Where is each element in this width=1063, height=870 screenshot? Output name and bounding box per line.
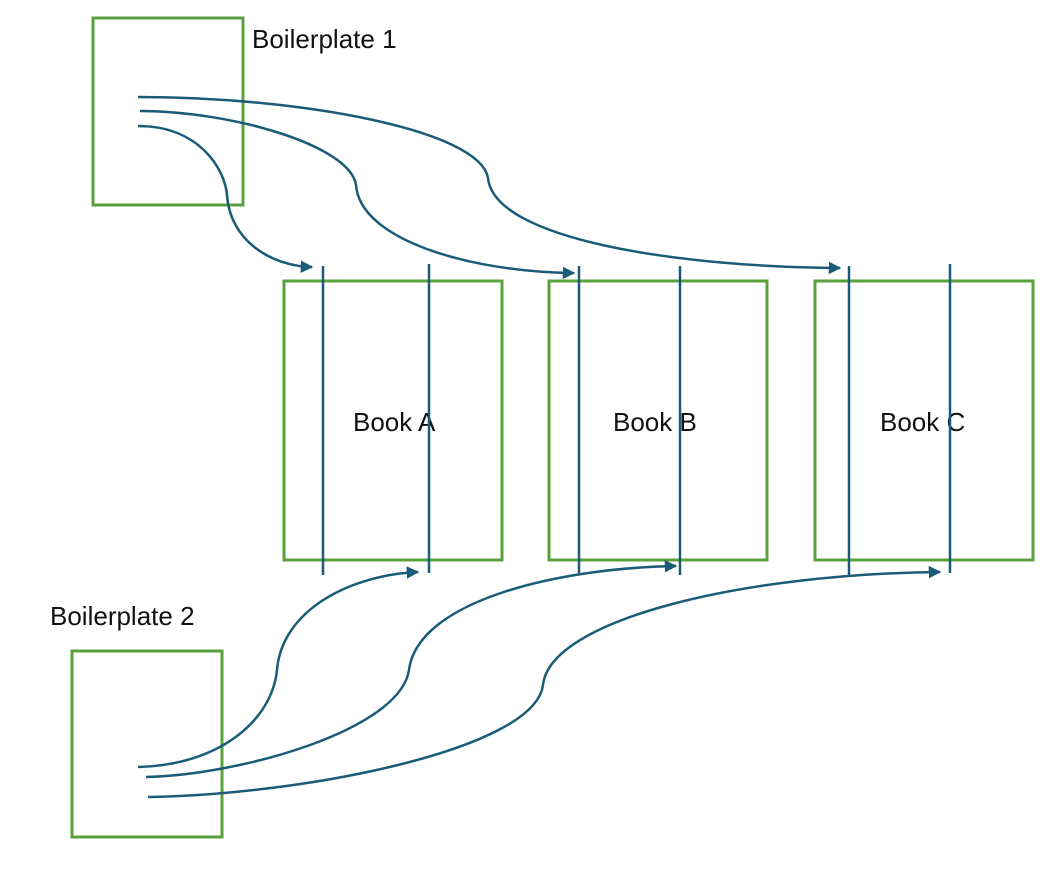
book-b-box [547, 279, 769, 562]
connector-bp1-to-book-b [139, 109, 576, 280]
book-a-node: Book A [282, 264, 504, 575]
book-b-label: Book B [613, 407, 697, 437]
boilerplate-2-label: Boilerplate 2 [50, 601, 195, 631]
book-c-box [813, 279, 1035, 562]
boilerplate-2-box [70, 649, 224, 839]
connector-bp1-to-book-c [137, 95, 842, 275]
book-a-box [282, 279, 504, 562]
connector-bp2-to-book-a [137, 566, 420, 769]
connector-bp1-to-book-a [137, 124, 314, 273]
connector-bp2-to-book-b [145, 559, 678, 779]
boilerplate-1-node: Boilerplate 1 [91, 16, 397, 207]
book-c-label: Book C [880, 407, 965, 437]
boilerplate-1-label: Boilerplate 1 [252, 24, 397, 54]
book-c-node: Book C [813, 264, 1035, 575]
boilerplate-2-node: Boilerplate 2 [50, 601, 224, 839]
book-b-node: Book B [547, 266, 769, 575]
book-a-label: Book A [353, 407, 436, 437]
connector-bp2-to-book-c [147, 565, 942, 799]
boilerplate-1-box [91, 16, 245, 207]
